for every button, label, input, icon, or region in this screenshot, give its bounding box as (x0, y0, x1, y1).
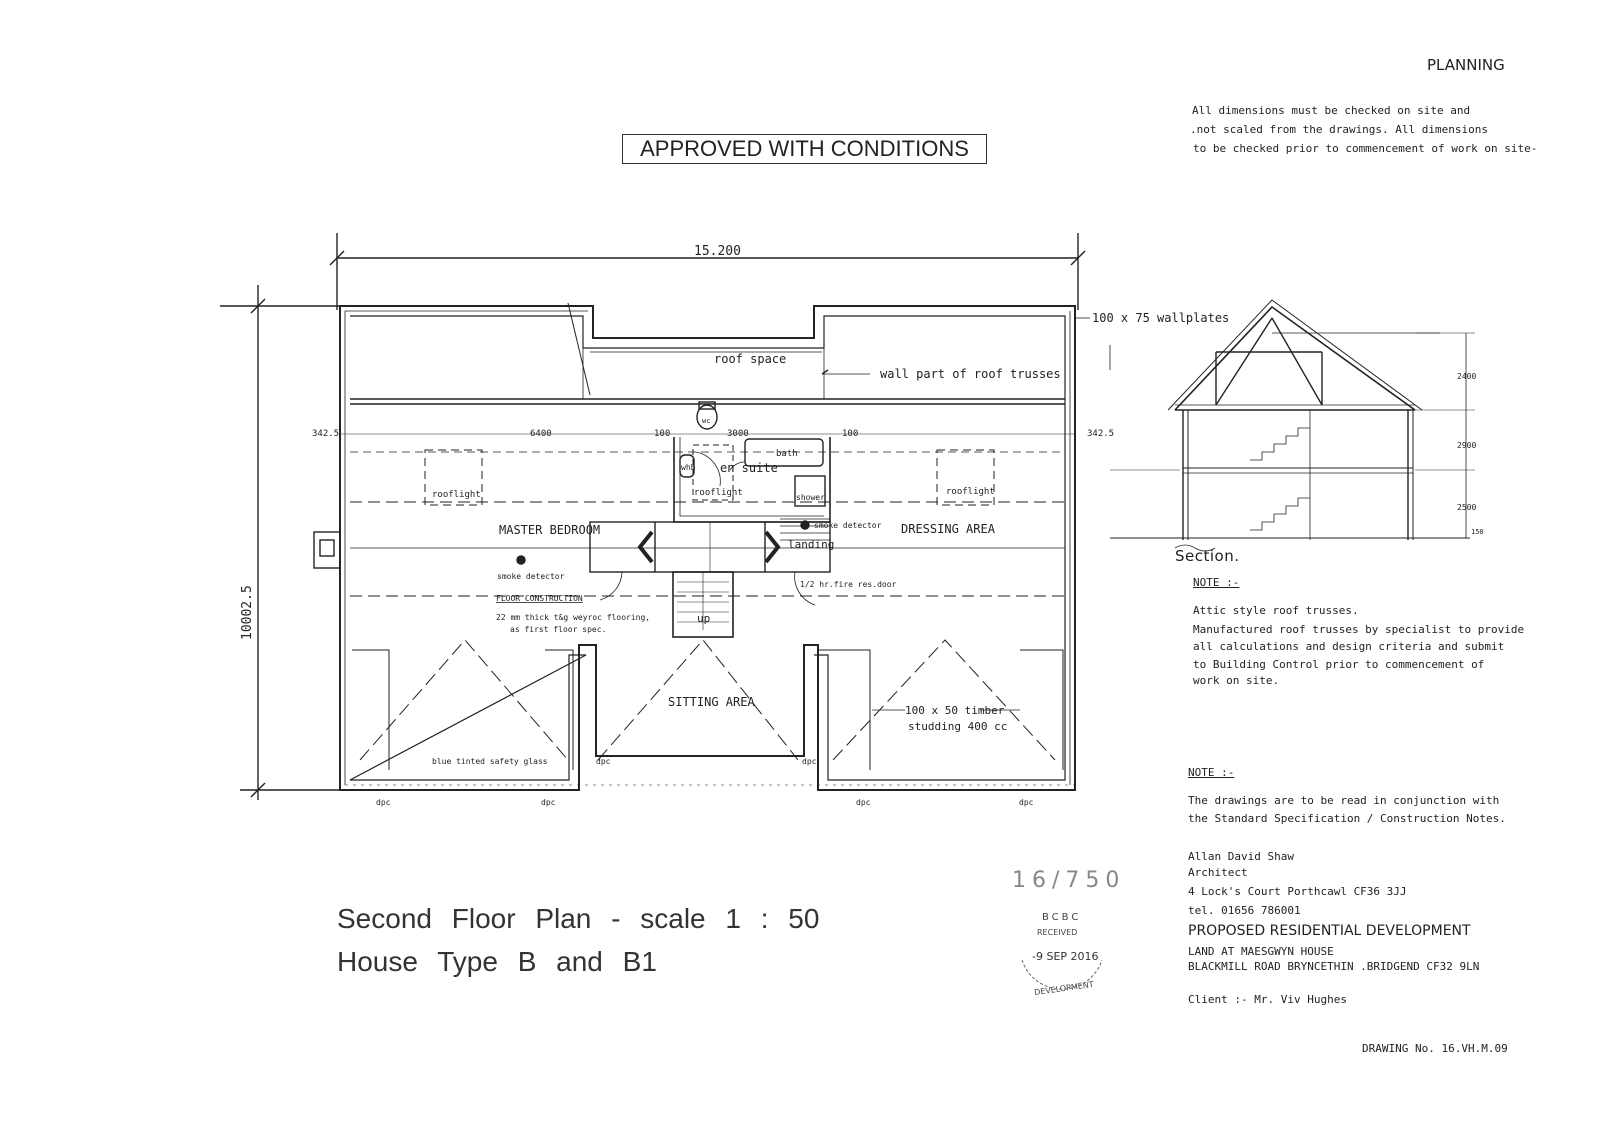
dimensions-note-line: to be checked prior to commencement of w… (1193, 142, 1538, 155)
stamp-arc-icon (1021, 959, 1103, 990)
dim-342-left: 342.5 (312, 429, 339, 439)
stamp-received: RECEIVED (1037, 928, 1078, 937)
timber-studding-line-1: 100 x 50 timber (905, 704, 1005, 717)
note-1-line: to Building Control prior to commencemen… (1193, 658, 1485, 671)
rooflight-mid-label: rooflight (694, 488, 743, 498)
sitting-area-label: SITTING AREA (668, 695, 755, 709)
floor-spec-line-2: as first floor spec. (510, 625, 606, 634)
dpc-label: dpc (541, 798, 556, 807)
dpc-label: dpc (802, 757, 817, 766)
note-1-line: Attic style roof trusses. (1193, 604, 1359, 617)
stamp-reference: 16/750 (1012, 868, 1126, 893)
floor-spec-line-1: 22 mm thick t&g weyroc flooring, (496, 613, 650, 622)
wc-label: wc (702, 417, 710, 425)
fire-door-label: 1/2 hr.fire res.door (800, 580, 897, 589)
note-2-line: the Standard Specification / Constructio… (1188, 812, 1506, 825)
note-1-line: Manufactured roof trusses by specialist … (1193, 623, 1525, 636)
note-2-heading: NOTE :- (1188, 766, 1235, 779)
section-dim-150: 150 (1471, 528, 1484, 536)
roof-space-label: roof space (714, 352, 786, 366)
note-1-heading: NOTE :- (1193, 576, 1240, 589)
bath-label: bath (776, 449, 798, 459)
note-1-line: all calculations and design criteria and… (1193, 640, 1505, 653)
dimensions-note-line: All dimensions must be checked on site a… (1192, 104, 1471, 117)
dim-100-a: 100 (654, 429, 670, 439)
stair-up-label: up (697, 612, 710, 625)
timber-studding-line-2: studding 400 cc (908, 720, 1007, 733)
safety-glass-label: blue tinted safety glass (432, 757, 548, 766)
dim-3000: 3000 (727, 429, 749, 439)
dimensions-note-line: .not scaled from the drawings. All dimen… (1190, 123, 1489, 136)
master-bedroom-label: MASTER BEDROOM (499, 523, 600, 537)
project-title: PROPOSED RESIDENTIAL DEVELOPMENT (1188, 923, 1471, 939)
section-dim-2500: 2500 (1457, 503, 1476, 512)
dpc-label: dpc (376, 798, 391, 807)
drawing-number: DRAWING No. 16.VH.M.09 (1362, 1042, 1508, 1055)
note-1-line: work on site. (1193, 674, 1280, 687)
rooflight-right-label: rooflight (946, 487, 995, 497)
section-dim-2400: 2400 (1457, 372, 1476, 381)
received-stamp: BCBC RECEIVED -9 SEP 2016 DEVELOPMENT (1012, 898, 1112, 998)
project-land: LAND AT MAESGWYN HOUSE (1188, 945, 1334, 958)
stamp-date: -9 SEP 2016 (1032, 950, 1099, 963)
whb-label: whb (681, 463, 696, 472)
note-2-line: The drawings are to be read in conjuncti… (1188, 794, 1500, 807)
roof-truss-wall-label: wall part of roof trusses (880, 367, 1061, 381)
stamp-org: BCBC (1042, 912, 1082, 923)
floor-construction-heading: FLOOR CONSTRUCTION (496, 594, 583, 603)
architect-address: 4 Lock's Court Porthcawl CF36 3JJ (1188, 885, 1407, 898)
client-label: Client :- Mr. Viv Hughes (1188, 993, 1347, 1006)
project-road: BLACKMILL ROAD BRYNCETHIN .BRIDGEND CF32… (1188, 960, 1480, 973)
overall-depth-dimension: 10002.5 (240, 585, 255, 640)
section-label: Section. (1175, 547, 1240, 565)
en-suite-label: en suite (720, 461, 778, 475)
shower-label: shower (796, 493, 825, 502)
dressing-area-label: DRESSING AREA (901, 522, 996, 536)
architect-name: Allan David Shaw (1188, 850, 1294, 863)
smoke-detector-right-label: smoke detector (814, 521, 882, 530)
smoke-detector-left-label: smoke detector (497, 572, 565, 581)
drawing-title-line-2: House Type B and B1 (337, 946, 657, 977)
rooflight-left-label: rooflight (432, 490, 481, 500)
architect-title: Architect (1188, 866, 1248, 879)
section-dim-2900: 2900 (1457, 441, 1476, 450)
dim-6400: 6400 (530, 429, 552, 439)
planning-label: PLANNING (1427, 56, 1505, 74)
landing-label: landing (788, 538, 834, 551)
wallplates-label: 100 x 75 wallplates (1092, 311, 1229, 325)
architect-tel: tel. 01656 786001 (1188, 904, 1301, 917)
drawing-title-line-1: Second Floor Plan - scale 1 : 50 (337, 903, 820, 934)
dpc-label: dpc (596, 757, 611, 766)
dim-100-b: 100 (842, 429, 858, 439)
overall-width-dimension: 15.200 (694, 244, 741, 259)
dim-342-right: 342.5 (1087, 429, 1114, 439)
approval-stamp: APPROVED WITH CONDITIONS (622, 134, 987, 164)
dpc-label: dpc (856, 798, 871, 807)
dpc-label: dpc (1019, 798, 1034, 807)
